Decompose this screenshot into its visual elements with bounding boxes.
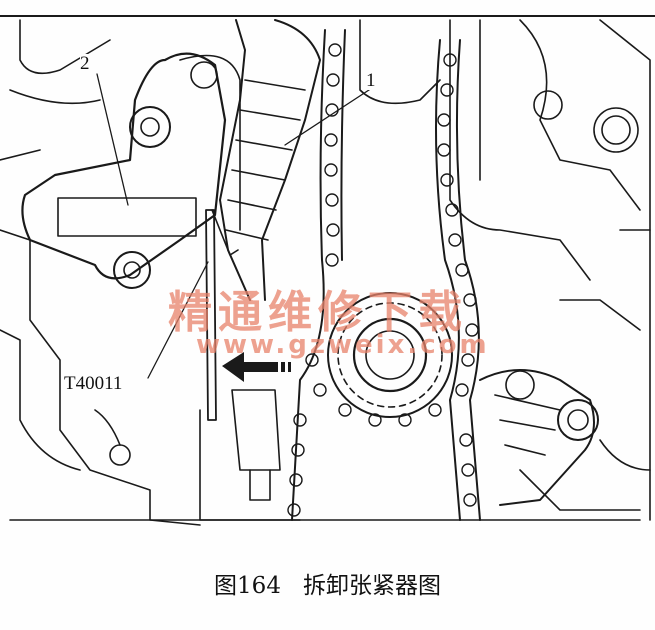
leader-part-1 bbox=[284, 87, 373, 146]
tensioner bbox=[21, 52, 241, 289]
engine-housing bbox=[0, 19, 651, 526]
pin-housing bbox=[231, 389, 281, 501]
callout-part-1: 1 bbox=[366, 70, 376, 91]
timing-chain bbox=[287, 29, 481, 521]
direction-arrow-icon bbox=[222, 352, 291, 382]
locking-tool-t40011 bbox=[205, 209, 239, 421]
watermark-text: 精通维修下载 bbox=[168, 287, 468, 338]
callout-part-2: 2 bbox=[80, 53, 90, 74]
figure-title: 拆卸张紧器图 bbox=[302, 573, 441, 599]
leader-tool bbox=[147, 261, 209, 379]
right-rail bbox=[479, 369, 599, 506]
guide-rail bbox=[219, 19, 321, 301]
sprocket bbox=[327, 292, 453, 418]
leader-lines bbox=[96, 73, 373, 379]
leader-part-2 bbox=[96, 73, 129, 206]
figure-number: 图164 bbox=[214, 573, 281, 599]
callout-tool-t40011: T40011 bbox=[62, 373, 125, 394]
tensioner-removal-drawing bbox=[0, 15, 655, 526]
figure-caption: 图164 拆卸张紧器图 bbox=[0, 566, 655, 600]
watermark-url: www.gzweix.com bbox=[196, 330, 490, 360]
